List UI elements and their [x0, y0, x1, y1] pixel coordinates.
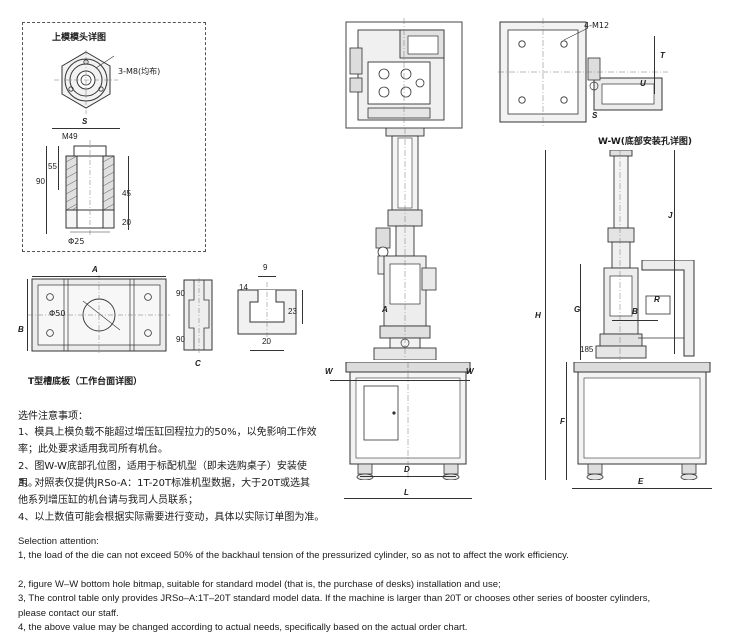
- center-cabinet: [344, 362, 472, 480]
- t-slot-dim-23: 23: [288, 307, 297, 316]
- front-dim-d: D: [404, 465, 410, 474]
- side-dim-h-line: [545, 150, 546, 480]
- side-dim-g: G: [574, 305, 581, 314]
- front-dim-w-right: W: [466, 367, 474, 376]
- side-view-cabinet: [572, 362, 712, 480]
- w-w-detail-view: [498, 18, 668, 126]
- upper-die-dim-phi25: Φ25: [68, 237, 85, 246]
- center-top-assembly: [344, 18, 464, 130]
- t-slot-dim-23-line: [302, 290, 303, 324]
- w-w-dim-u: U: [640, 79, 646, 88]
- upper-die-thread-label: M49: [62, 132, 78, 141]
- side-dim-185: 185: [580, 345, 594, 354]
- side-dim-j: J: [668, 211, 673, 220]
- side-dim-r: R: [654, 295, 660, 304]
- upper-die-dim-20-line: [128, 210, 129, 230]
- upper-die-holes-label: 3-M8(均布): [118, 67, 161, 76]
- side-dim-e: E: [638, 477, 644, 486]
- w-w-detail-title: W-W(底部安装孔详图): [598, 137, 693, 147]
- upper-die-dim-55: 55: [48, 162, 57, 171]
- t-slot-dim-20: 20: [262, 337, 271, 346]
- upper-die-dim-45-line: [128, 156, 129, 210]
- t-slot-dim-b: B: [18, 325, 24, 334]
- center-cylinder-column: [366, 128, 444, 360]
- front-dim-w-left: W: [325, 367, 333, 376]
- t-slot-plate-view: [28, 275, 170, 355]
- notes-cn-item-3: 3、对照表仅提供JRSo-A：1T-20T标准机型数据，大于20T或选其他系列增…: [18, 478, 310, 506]
- notes-cn-item-2: 2、图W-W底部孔位图，适用于标配机型（即未选购桌子）安装使用。: [18, 461, 307, 489]
- front-l-dim-line: [344, 498, 472, 499]
- w-w-dim-s: S: [592, 111, 598, 120]
- side-dim-e-line: [572, 488, 712, 489]
- side-dim-f-line: [566, 362, 567, 480]
- t-slot-dim-a: A: [92, 265, 98, 274]
- front-w-dim-line: [330, 380, 470, 381]
- notes-en-item-1: 1, the load of the die can not exceed 50…: [18, 550, 569, 561]
- side-dim-b-line: [612, 320, 658, 321]
- side-dim-f: F: [560, 417, 565, 426]
- t-slot-enlarged-detail: [236, 282, 298, 344]
- upper-die-dim-20: 20: [122, 218, 131, 227]
- notes-cn-item-1: 1、模具上模负载不能超过增压缸回程拉力的50%，以免影响工作效率；此处要求适用我…: [18, 427, 317, 455]
- side-dim-j-line: [674, 150, 675, 354]
- front-dim-a: A: [382, 305, 388, 314]
- side-view-frame: [636, 260, 700, 360]
- upper-die-dim-45: 45: [122, 189, 131, 198]
- front-d-dim-line: [360, 476, 456, 477]
- t-slot-dim-a-line: [32, 276, 166, 277]
- t-slot-dim-14: 14: [239, 283, 248, 292]
- upper-die-dim-s: S: [82, 117, 88, 126]
- side-dim-b: B: [632, 307, 638, 316]
- side-view-column: [592, 150, 648, 360]
- upper-die-detail-panel: [22, 22, 206, 252]
- front-dim-l: L: [404, 488, 409, 497]
- t-slot-dim-90-right: 90: [176, 335, 185, 344]
- upper-die-top-view: [52, 48, 120, 116]
- notes-en-item-4: 4, the above value may be changed accord…: [18, 622, 468, 633]
- upper-die-section-view: [58, 140, 122, 240]
- w-w-holes-label: 4-M12: [584, 21, 610, 30]
- upper-die-detail-title: 上模模头详图: [52, 33, 107, 43]
- t-slot-dim-b-line: [27, 279, 28, 351]
- upper-die-dim-90: 90: [36, 177, 45, 186]
- t-slot-dim-20-line: [250, 350, 284, 351]
- w-w-dim-t-line: [654, 36, 655, 94]
- notes-cn-title: 选件注意事项：: [18, 411, 88, 422]
- t-slot-dim-phi50: Φ50: [49, 309, 66, 318]
- t-slot-table-title: T型槽底板（工作台面详图）: [28, 377, 143, 387]
- w-w-dim-t: T: [660, 51, 665, 60]
- notes-en-title: Selection attention:: [18, 536, 99, 547]
- notes-en-item-2: 2, figure W–W bottom hole bitmap, suitab…: [18, 579, 501, 590]
- side-dim-g-line: [580, 264, 581, 360]
- notes-cn-item-4: 4、以上数值可能会根据实际需要进行变动，具体以实际订单图为准。: [18, 512, 325, 523]
- upper-die-s-dim-line: [52, 128, 120, 129]
- notes-en-item-3: 3, The control table only provides JRSo–…: [18, 593, 651, 619]
- t-slot-dim-c: C: [195, 359, 201, 368]
- t-slot-profile-view: [182, 278, 216, 354]
- side-dim-h: H: [535, 311, 541, 320]
- t-slot-dim-9: 9: [263, 263, 268, 272]
- t-slot-dim-90-left: 90: [176, 289, 185, 298]
- t-slot-dim-9-line: [258, 276, 276, 277]
- upper-die-dim-90-line: [46, 146, 47, 234]
- upper-die-dim-55-line: [58, 146, 59, 190]
